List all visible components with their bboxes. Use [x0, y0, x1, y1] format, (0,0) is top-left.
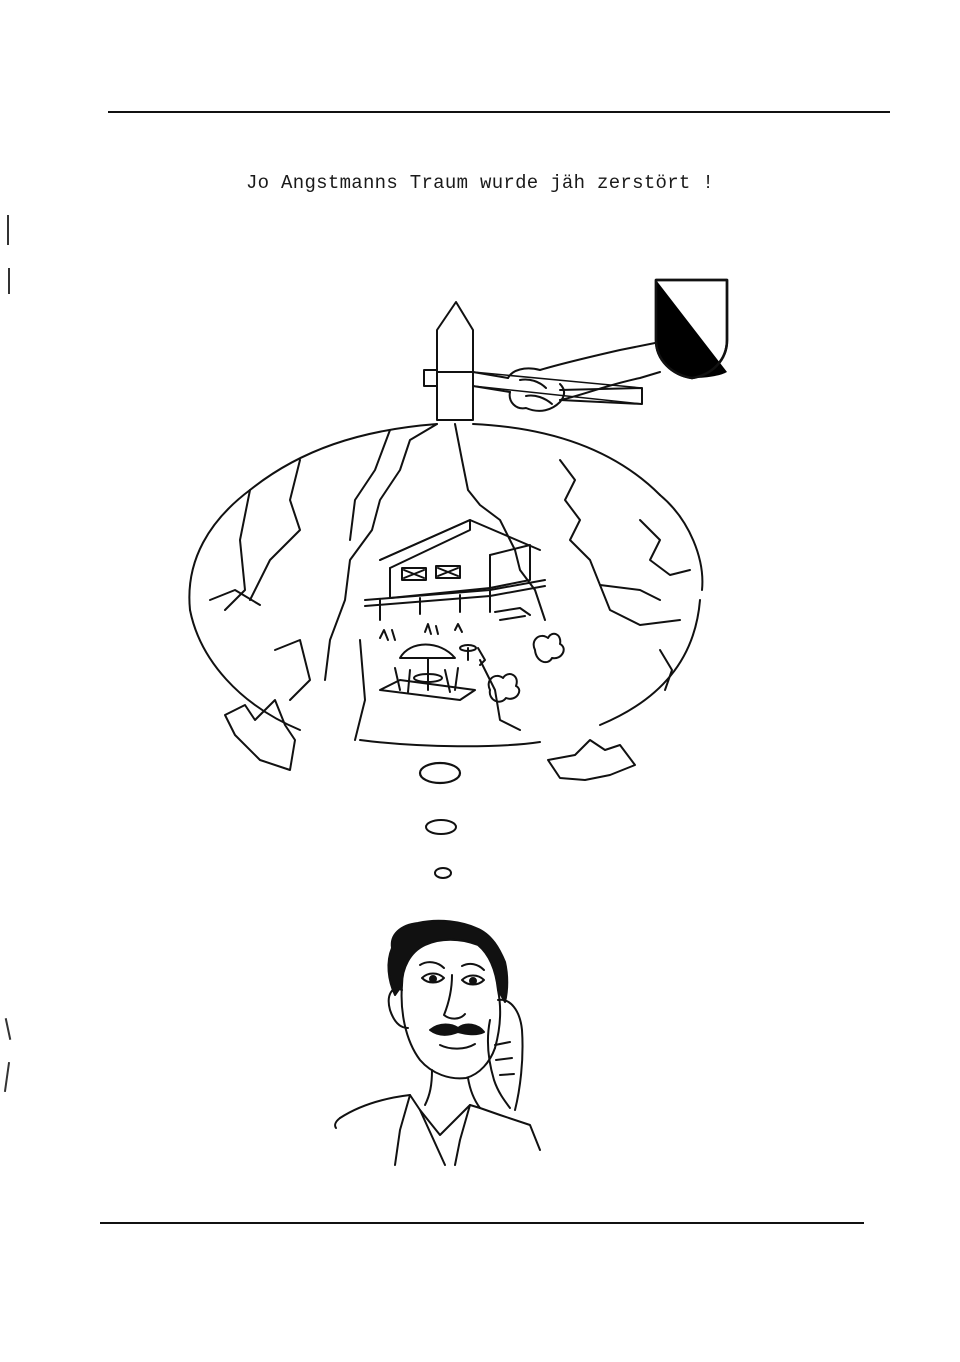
- zurich-shield-icon: [654, 278, 729, 380]
- margin-mark: [8, 268, 10, 294]
- man-portrait: [334, 919, 541, 1166]
- margin-mark: [7, 215, 9, 245]
- hammer-icon: [423, 301, 643, 421]
- thought-dot-large: [418, 761, 462, 785]
- bottom-rule: [100, 1222, 864, 1224]
- top-rule: [108, 111, 890, 113]
- thought-dot-medium: [425, 819, 457, 835]
- thought-bubble: [188, 423, 704, 879]
- page-caption: Jo Angstmanns Traum wurde jäh zerstört !: [245, 172, 715, 194]
- thought-dot-small: [434, 867, 452, 879]
- patio-icon: [379, 623, 486, 701]
- house-icon: [364, 519, 546, 621]
- bush-icon: [487, 632, 565, 703]
- hand-icon: [507, 341, 661, 412]
